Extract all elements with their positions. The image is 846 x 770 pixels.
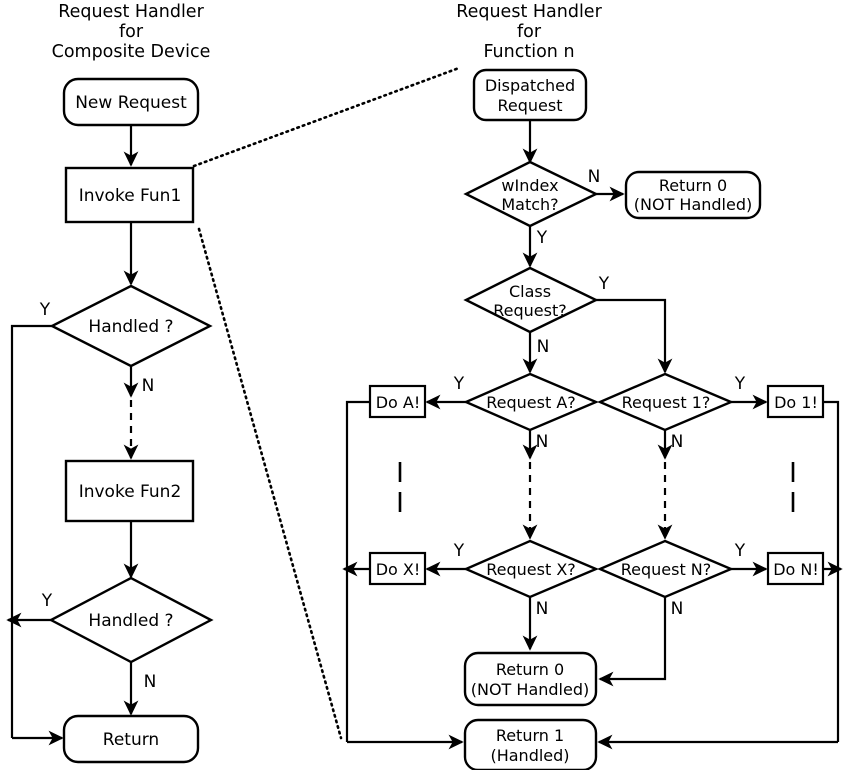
handled1-label: Handled ? [88, 317, 173, 337]
node-do-a: Do A! [368, 384, 427, 419]
node-request-n: Request N? [596, 539, 735, 599]
return1-shape [463, 718, 598, 770]
edge-doa-to-left-rail [345, 400, 370, 742]
title-left-line3: Composite Device [52, 42, 211, 62]
request-1-label: Request 1? [622, 393, 711, 412]
request-a-yes-label: Y [453, 374, 465, 394]
return0-top-shape [624, 170, 762, 220]
request-a-label: Request A? [486, 393, 576, 412]
node-return0-bottom: Return 0 (NOT Handled) [463, 651, 598, 707]
handled2-no-label: N [144, 672, 157, 692]
class-yes-label: Y [598, 274, 610, 294]
node-new-request: New Request [62, 77, 200, 127]
node-do-n: Do N! [766, 551, 825, 586]
class-request-line2: Request? [493, 301, 566, 320]
node-request-a: Request A? [463, 372, 600, 432]
title-left-line2: for [119, 22, 144, 42]
node-do-x: Do X! [368, 551, 427, 586]
title-right: Request Handler for Function n [456, 2, 602, 62]
node-handled-2: Handled ? [48, 576, 214, 664]
node-return0-top: Return 0 (NOT Handled) [624, 170, 762, 220]
request-a-no-label: N [536, 432, 549, 452]
handled2-yes-label: Y [41, 591, 53, 611]
class-no-label: N [537, 337, 550, 357]
new-request-label: New Request [75, 93, 187, 113]
node-invoke-fun1: Invoke Fun1 [64, 166, 195, 224]
node-windex-match: wIndex Match? [463, 160, 599, 228]
edge-requestn-no-to-return0 [598, 597, 667, 687]
do-1-label: Do 1! [774, 393, 818, 412]
dispatched-request-line2: Request [498, 96, 563, 115]
request-n-yes-label: Y [734, 541, 746, 561]
return1-line2: (Handled) [490, 746, 569, 765]
edge-do1-to-right-rail [823, 400, 840, 742]
title-right-line2: for [517, 22, 542, 42]
request-x-label: Request X? [486, 560, 576, 579]
windex-match-line2: Match? [501, 195, 558, 214]
callout-line-bottom [197, 227, 343, 740]
class-request-line1: Class [509, 282, 551, 301]
node-return: Return [62, 714, 200, 764]
title-left: Request Handler for Composite Device [52, 2, 211, 62]
windex-no-label: N [588, 167, 601, 187]
request-x-no-label: N [536, 599, 549, 619]
handled2-label: Handled ? [88, 611, 173, 631]
request-1-no-label: N [671, 432, 684, 452]
callout-line-top [192, 66, 461, 168]
return0-bottom-line2: (NOT Handled) [471, 680, 589, 699]
node-invoke-fun2: Invoke Fun2 [64, 459, 195, 523]
invoke-fun2-label: Invoke Fun2 [79, 482, 182, 502]
request-n-no-label: N [671, 599, 684, 619]
invoke-fun1-label: Invoke Fun1 [79, 186, 182, 206]
return0-top-line2: (NOT Handled) [634, 195, 752, 214]
title-right-line3: Function n [483, 42, 574, 62]
invoke-fun2-shape [64, 459, 195, 523]
node-handled-1: Handled ? [49, 284, 213, 368]
windex-match-line1: wIndex [501, 176, 558, 195]
invoke-fun1-shape [64, 166, 195, 224]
node-return1: Return 1 (Handled) [463, 718, 598, 770]
dispatched-request-line1: Dispatched [485, 76, 575, 95]
node-do-1: Do 1! [766, 384, 825, 419]
title-right-line1: Request Handler [456, 2, 602, 22]
edge-handled1-yes-to-return [10, 324, 52, 738]
return0-top-line1: Return 0 [659, 176, 727, 195]
do-1-shape [766, 384, 825, 419]
node-request-x: Request X? [463, 539, 600, 599]
node-dispatched-request: Dispatched Request [472, 68, 588, 122]
return0-bottom-shape [463, 651, 598, 707]
return-shape [62, 714, 200, 764]
return0-bottom-line1: Return 0 [496, 660, 564, 679]
return1-line1: Return 1 [496, 726, 564, 745]
return-label: Return [103, 730, 159, 750]
do-n-label: Do N! [773, 560, 819, 579]
edge-class-yes-to-request1 [596, 298, 673, 374]
do-x-label: Do X! [376, 560, 421, 579]
windex-yes-label: Y [536, 228, 548, 248]
request-x-yes-label: Y [453, 541, 465, 561]
node-class-request: Class Request? [463, 266, 599, 334]
title-left-line1: Request Handler [58, 2, 204, 22]
request-1-yes-label: Y [734, 374, 746, 394]
handled1-no-label: N [142, 376, 155, 396]
handled1-yes-label: Y [39, 300, 51, 320]
request-n-label: Request N? [621, 560, 712, 579]
do-a-label: Do A! [376, 393, 421, 412]
node-request-1: Request 1? [596, 372, 735, 432]
